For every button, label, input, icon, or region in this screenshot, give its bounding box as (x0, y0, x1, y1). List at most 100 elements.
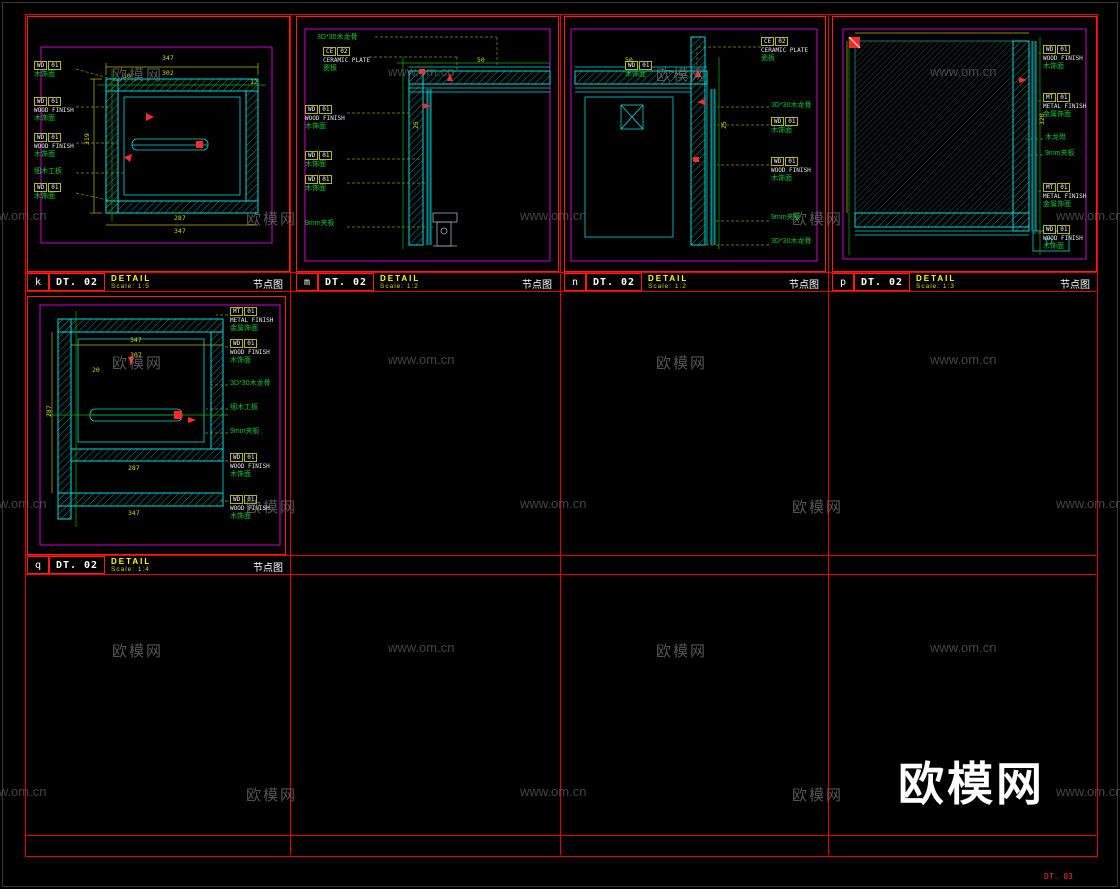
dimension-text: 287 (45, 405, 53, 417)
view-letter: m (296, 273, 318, 291)
material-tag-box: WD (771, 157, 785, 166)
material-tag-box: WD (230, 339, 244, 348)
dimension-text: 25 (412, 121, 420, 129)
view-detail: DETAIL Scale: 1:2 (648, 273, 688, 291)
material-label: 9mm夹板 (771, 213, 801, 222)
material-name-cn: 瓷板 (761, 55, 775, 62)
material-name-en: WOOD FINISH (230, 463, 270, 470)
view-letter: p (832, 273, 854, 291)
material-name-cn: 木饰面 (625, 71, 646, 78)
material-tag-box: 01 (244, 495, 258, 504)
view-code: DT. 02 (854, 273, 910, 291)
grid-hline-3 (25, 555, 1096, 556)
dimension-text: 287 (128, 464, 140, 472)
material-tag-box: MT (1043, 183, 1057, 192)
view-detail: DETAIL Scale: 1:5 (111, 273, 151, 291)
material-name-en: WOOD FINISH (34, 143, 74, 150)
material-name-cn: 木饰面 (305, 161, 326, 168)
detail-cn-label: 节点图 (253, 280, 283, 291)
dimension-text: 319 (83, 133, 91, 145)
material-tag-box: 01 (1057, 225, 1071, 234)
titlebar-q: q DT. 02 DETAIL Scale: 1:4 节点图 (27, 556, 288, 574)
material-name-cn: 木饰面 (1043, 243, 1064, 250)
view-detail: DETAIL Scale: 1:4 (111, 556, 151, 574)
dimension-text: 347 (174, 227, 186, 235)
brand-logo: 欧模网 (898, 758, 1045, 810)
material-name-en: CERAMIC PLATE (323, 57, 370, 64)
material-name-cn: 瓷板 (323, 65, 337, 72)
material-tag-box: WD (230, 453, 244, 462)
material-tag-box: 01 (639, 61, 653, 70)
grid-hline-5 (25, 835, 1096, 836)
grid-hline-2 (25, 291, 1096, 292)
material-tag-box: 01 (1057, 45, 1071, 54)
material-tag-box: 01 (48, 61, 62, 70)
material-name-cn: 木饰面 (771, 127, 792, 134)
detail-cn-label: 节点图 (789, 280, 819, 291)
material-tag-box: 01 (244, 307, 258, 316)
material-label: 3D*30木龙骨 (230, 379, 270, 388)
material-tag-box: 02 (337, 47, 351, 56)
detail-scale: Scale: 1:5 (111, 282, 150, 290)
detail-title: DETAIL (111, 273, 152, 283)
grid-vline-3 (828, 14, 829, 855)
material-label: 3D*30木龙骨 (771, 237, 811, 246)
material-name-cn: 3D*30木龙骨 (230, 380, 271, 387)
material-tag-box: 01 (785, 117, 799, 126)
view-code: DT. 02 (49, 273, 105, 291)
material-label: 9mm夹板 (230, 427, 260, 436)
material-name-en: CERAMIC PLATE (761, 47, 808, 54)
material-tag-box: WD (1043, 225, 1057, 234)
view-code: DT. 02 (318, 273, 374, 291)
grid-hline-1 (25, 272, 1096, 273)
material-tag-box: 01 (319, 151, 333, 160)
material-name-cn: 木饰面 (771, 175, 792, 182)
dimension-text: 347 (128, 509, 140, 517)
material-name-cn: 细木工板 (34, 168, 62, 175)
material-name-cn: 9mm夹板 (1045, 150, 1075, 157)
material-tag-box: 01 (244, 339, 258, 348)
material-tag-box: WD (34, 61, 48, 70)
detail-q-linework (39, 304, 281, 546)
detail-title: DETAIL (916, 273, 957, 283)
material-tag-box: 01 (319, 105, 333, 114)
dimension-text: 347 (130, 336, 142, 344)
sheet-border (25, 14, 1098, 857)
material-name-en: WOOD FINISH (34, 107, 74, 114)
titlebar-p: p DT. 02 DETAIL Scale: 1:3 节点图 (832, 273, 1095, 291)
material-name-cn: 木饰面 (34, 71, 55, 78)
dimension-text: 10 (123, 72, 131, 80)
material-tag-box: 01 (48, 97, 62, 106)
detail-n-linework (570, 28, 818, 262)
material-name-cn: 细木工板 (230, 404, 258, 411)
titlebar-m: m DT. 02 DETAIL Scale: 1:2 节点图 (296, 273, 557, 291)
material-tag-box: 01 (319, 175, 333, 184)
material-label: 3D*30木龙骨 (771, 101, 811, 110)
material-name-cn: 木龙骨 (1045, 134, 1066, 141)
material-tag-box: WD (305, 175, 319, 184)
material-name-en: METAL FINISH (1043, 103, 1087, 110)
material-tag-box: WD (625, 61, 639, 70)
dimension-text: 50 (625, 56, 633, 64)
detail-title: DETAIL (111, 556, 152, 566)
material-tag-box: WD (230, 495, 244, 504)
grid-hline-4 (25, 574, 1096, 575)
material-name-cn: 金属饰面 (230, 325, 258, 332)
